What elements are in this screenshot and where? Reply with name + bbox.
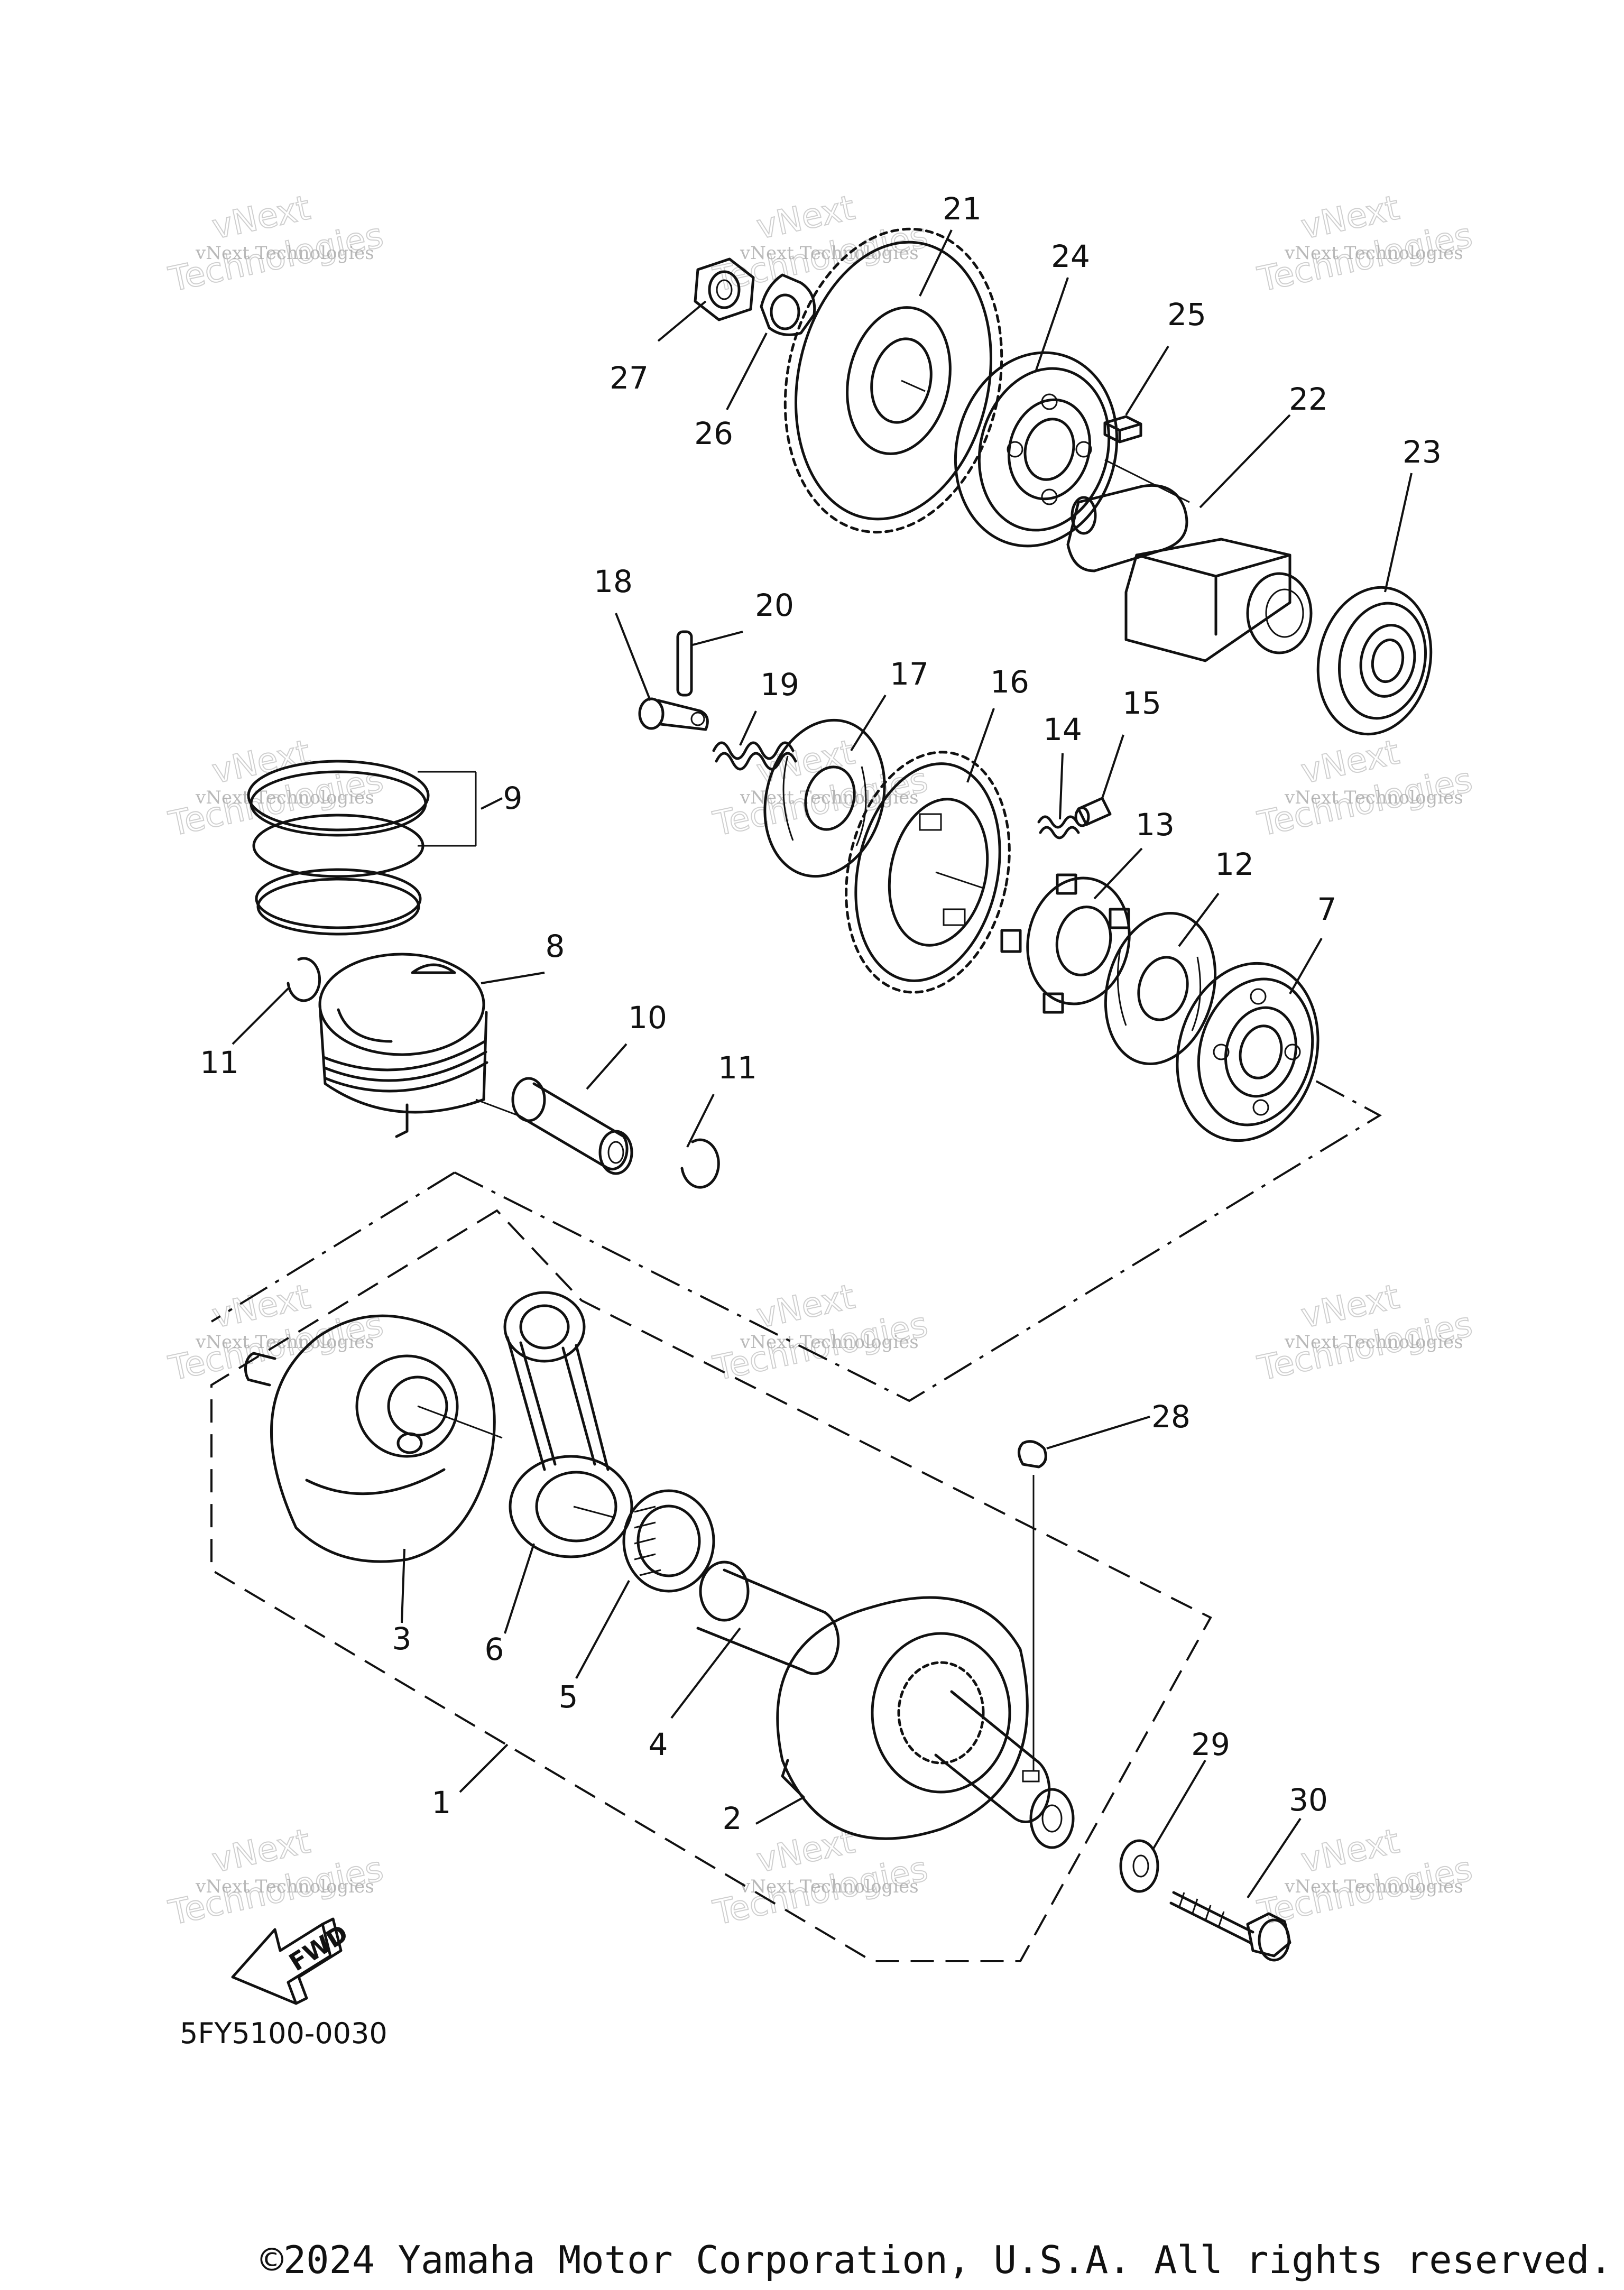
part-bearing-balancer-right [1316,586,1433,736]
callout-2: 2 [723,1800,742,1836]
part-spring-small [1037,815,1080,839]
leader-lines [232,229,1413,1899]
part-crank-right [776,1596,1075,1849]
callout-24: 24 [1051,238,1090,274]
part-piston [318,953,519,1138]
svg-text:vNext Technologies: vNext Technologies [195,1876,374,1897]
part-crank-left [244,1314,503,1563]
part-lock-washer [760,273,816,336]
callout-27: 27 [610,360,649,396]
callout-26: 26 [694,415,733,451]
callout-21: 21 [943,191,982,227]
watermark: Technologies vNext vNext Technologies [1254,188,1477,300]
part-bearing-crank [1176,962,1320,1142]
callout-19: 19 [760,667,799,703]
watermark: Technologies vNext vNext Technologies [165,732,387,845]
callout-15: 15 [1122,685,1161,721]
callout-11-right: 11 [718,1050,757,1086]
callout-6: 6 [485,1631,504,1667]
svg-text:vNext Technologies: vNext Technologies [1284,1876,1463,1897]
watermark: Technologies vNext vNext Technologies [165,188,387,300]
part-bolt-balancer [638,697,709,731]
svg-text:vNext Technologies: vNext Technologies [195,787,374,808]
callout-14: 14 [1043,712,1082,747]
part-bolt [1169,1891,1291,1962]
callout-29: 29 [1191,1726,1230,1762]
callout-23: 23 [1402,434,1442,470]
watermark: Technologies vNext vNext Technologies [165,1277,387,1389]
callout-25: 25 [1167,297,1206,333]
part-bearing-balancer-left [954,351,1119,548]
callout-13: 13 [1136,807,1175,843]
callout-1: 1 [432,1785,451,1821]
svg-text:vNext Technologies: vNext Technologies [1284,243,1463,264]
svg-text:vNext Technologies: vNext Technologies [1284,787,1463,808]
callout-18: 18 [594,564,633,599]
svg-text:vNext Technologies: vNext Technologies [740,1332,919,1353]
svg-text:vNext Technologies: vNext Technologies [195,1332,374,1353]
callout-4: 4 [649,1726,668,1762]
callout-11-left: 11 [200,1045,239,1081]
callout-12: 12 [1215,846,1254,882]
watermark: Technologies vNext vNext Technologies [1254,1277,1477,1389]
part-circlip-left [287,957,321,1002]
watermark: Technologies vNext vNext Technologies [709,1277,932,1389]
part-buffer-boss [1000,873,1131,1014]
callout-10: 10 [628,1000,667,1036]
crankshaft-assembly-outline [210,1209,1212,1962]
balancer-assembly-outline [210,1077,1382,1402]
part-balancer-drive-gear [845,751,1011,994]
watermark: Technologies vNext vNext Technologies [1254,732,1477,845]
part-woodruff-key [1018,1440,1047,1771]
callout-3: 3 [392,1621,412,1657]
callout-20: 20 [755,587,794,623]
part-connecting-rod [503,1291,633,1558]
callout-30: 30 [1289,1782,1328,1818]
part-crank-pin [696,1560,840,1675]
fwd-arrow-icon: FWD [231,1917,353,2005]
callout-7: 7 [1317,891,1337,927]
part-pin [676,630,693,697]
part-piston-ring-set [247,760,477,936]
part-pin-small [1074,797,1112,827]
part-balancer-shaft [1066,459,1313,662]
part-nut [694,257,755,321]
part-piston-pin [511,1077,633,1175]
part-washer [1119,1839,1159,1893]
svg-text:vNext Technologies: vNext Technologies [740,243,919,264]
callout-16: 16 [990,664,1029,700]
svg-text:vNext Technologies: vNext Technologies [195,243,374,264]
part-plate [763,718,886,878]
svg-text:vNext Technologies: vNext Technologies [1284,1332,1463,1353]
part-needle-bearing [622,1489,715,1593]
svg-text:vNext Technologies: vNext Technologies [740,1876,919,1897]
part-compression-spring [712,741,797,771]
diagram-code: 5FY5100-0030 [180,2017,387,2050]
callout-22: 22 [1289,381,1328,417]
callout-28: 28 [1151,1399,1191,1435]
copyright-notice: ©2024 Yamaha Motor Corporation, U.S.A. A… [260,2238,1612,2282]
callout-8: 8 [546,928,565,964]
watermark: Technologies vNext vNext Technologies [165,1821,387,1934]
part-circlip-right [680,1138,720,1189]
callouts: 1 2 3 4 5 6 7 8 9 10 11 11 12 13 14 15 1… [200,191,1442,1836]
callout-9: 9 [503,780,523,816]
callout-5: 5 [559,1679,578,1715]
part-key-balancer [1103,415,1142,444]
callout-17: 17 [890,656,929,692]
svg-text:vNext Technologies: vNext Technologies [740,787,919,808]
